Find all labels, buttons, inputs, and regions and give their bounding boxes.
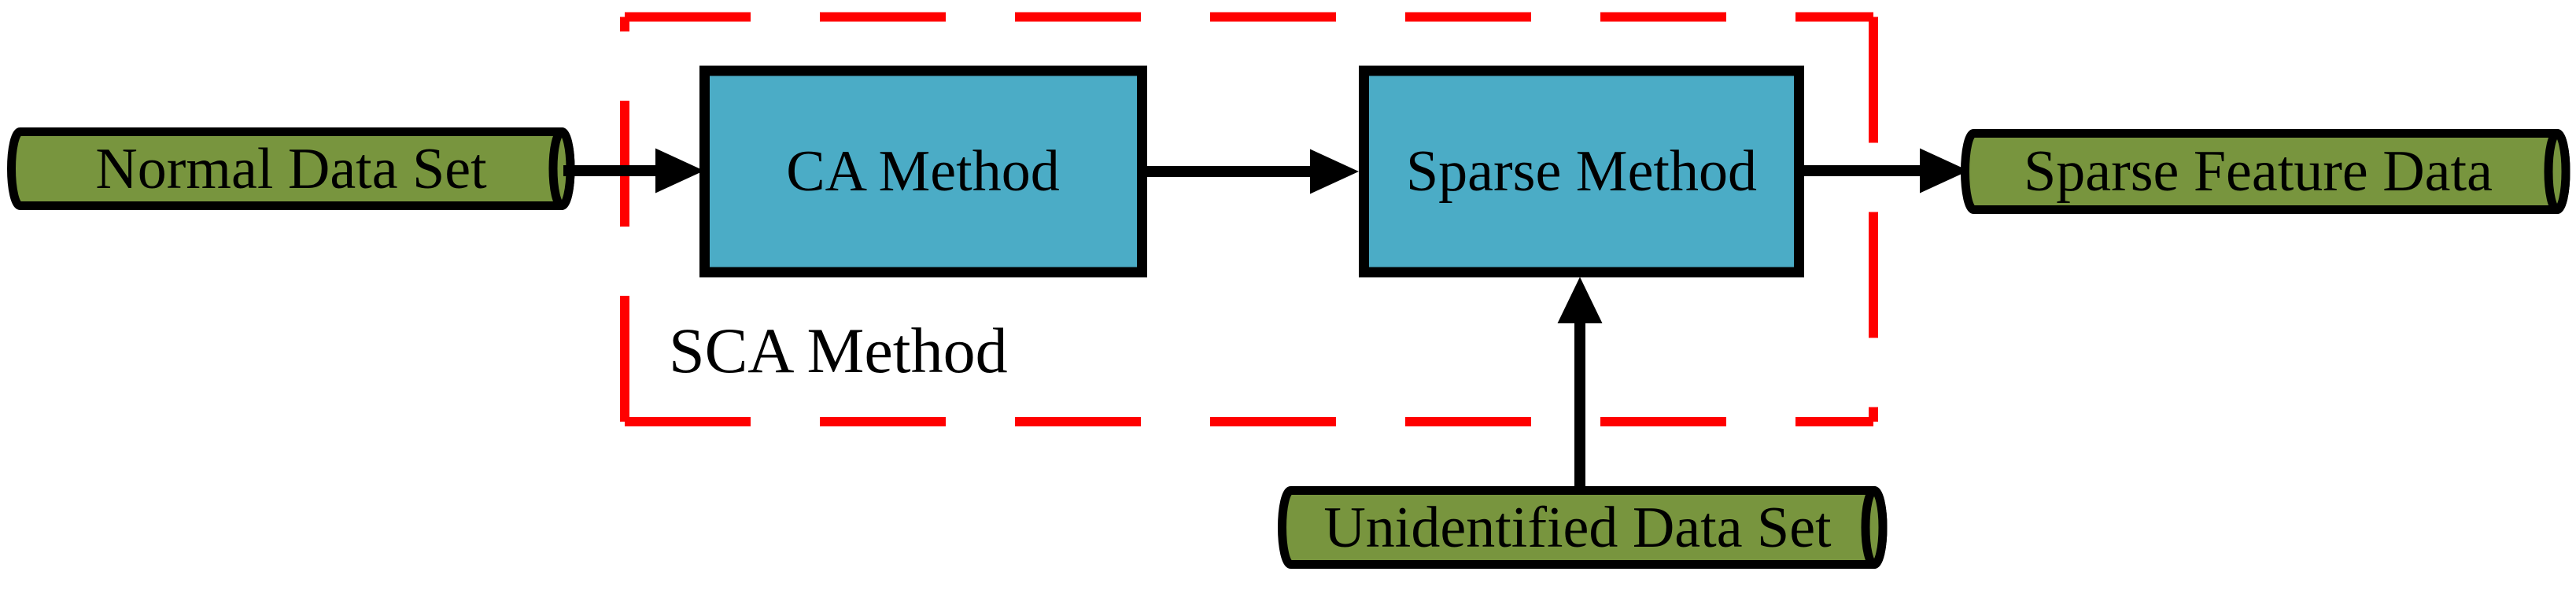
sca-method-group-border: [620, 12, 1878, 426]
normal-data-set-label: Normal Data Set: [95, 137, 487, 201]
arrow-sparse-to-output-head: [1920, 148, 1969, 194]
arrow-unidentified-to-sparse: [1557, 277, 1603, 486]
sparse-feature-data-endcap: [2544, 129, 2570, 214]
unidentified-data-set-label: Unidentified Data Set: [1323, 496, 1832, 560]
unidentified-data-set-cylinder: Unidentified Data Set: [1278, 486, 1888, 569]
ca-method-label: CA Method: [786, 139, 1059, 204]
arrow-normal-to-ca-head: [655, 148, 704, 194]
sparse-feature-data-label: Sparse Feature Data: [2024, 139, 2493, 204]
arrow-sparse-to-output: [1804, 148, 1969, 194]
unidentified-data-set-endcap: [1861, 486, 1888, 569]
arrow-normal-to-ca: [563, 148, 704, 194]
sparse-method-box: Sparse Method: [1359, 65, 1804, 278]
arrow-ca-to-sparse-head: [1310, 149, 1359, 194]
sparse-method-label: Sparse Method: [1406, 139, 1757, 204]
arrow-ca-to-sparse: [1147, 149, 1359, 194]
ca-method-box: CA Method: [699, 65, 1147, 278]
normal-data-set-cylinder: Normal Data Set: [7, 127, 575, 210]
sparse-method-rect: [1359, 65, 1804, 278]
arrow-unidentified-to-sparse-head: [1557, 277, 1603, 323]
ca-method-rect: [699, 65, 1147, 278]
sca-method-group-label: SCA Method: [669, 315, 1008, 386]
sparse-feature-data-cylinder: Sparse Feature Data: [1961, 129, 2570, 214]
